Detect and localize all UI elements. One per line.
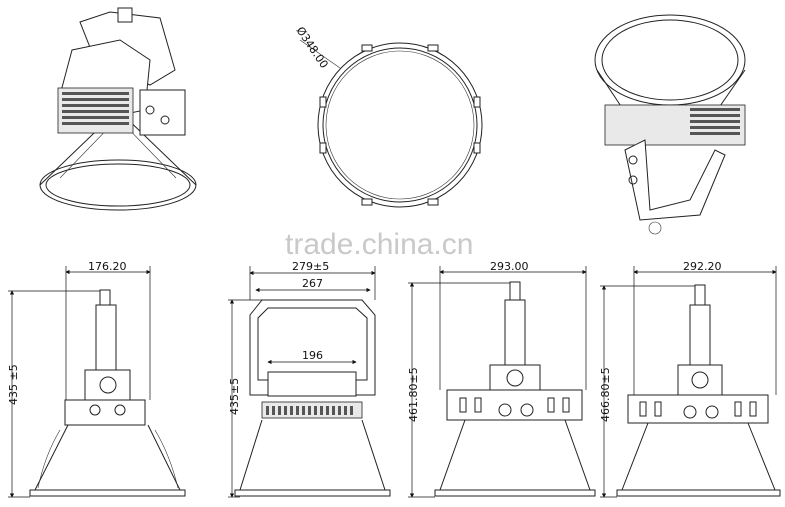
view2-width-inner-label: 196 bbox=[302, 349, 323, 362]
side-view-1: 176.20 435 ±5 bbox=[7, 260, 186, 498]
watermark: trade.china.cn bbox=[285, 228, 473, 261]
diameter-label: Ø348.00 bbox=[294, 24, 331, 70]
view3-width-label: 293.00 bbox=[490, 260, 529, 273]
ring-view: Ø348.00 bbox=[294, 24, 483, 208]
view1-width-label: 176.20 bbox=[88, 260, 127, 273]
isometric-view-right bbox=[594, 14, 746, 235]
front-view-2: 279±5 267 196 435±5 bbox=[228, 260, 391, 498]
view2-width-mid-label: 267 bbox=[302, 277, 323, 290]
isometric-view-left bbox=[39, 7, 197, 211]
view4-height-label: 466.80±5 bbox=[599, 367, 612, 422]
side-view-4: 292.20 466.80±5 bbox=[599, 260, 781, 498]
view2-width-outer-label: 279±5 bbox=[292, 260, 329, 273]
view1-height-label: 435 ±5 bbox=[7, 364, 20, 405]
view3-height-label: 461.80±5 bbox=[407, 367, 420, 422]
view4-width-label: 292.20 bbox=[683, 260, 722, 273]
side-view-3: 293.00 461.80±5 bbox=[407, 260, 596, 498]
view2-height-label: 435±5 bbox=[228, 378, 241, 415]
